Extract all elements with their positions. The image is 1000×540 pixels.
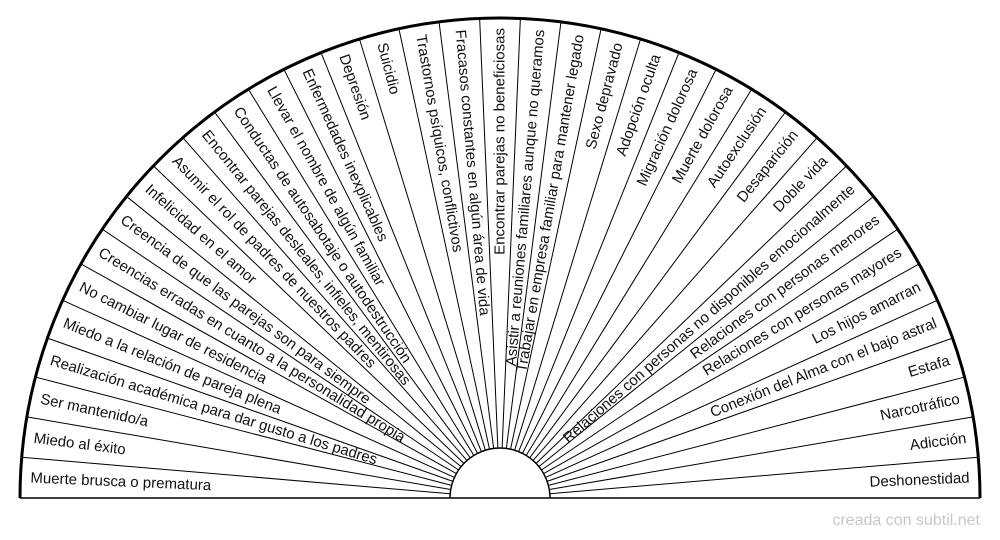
sector-divider	[543, 263, 920, 475]
sector-divider	[548, 376, 965, 486]
sector-divider	[358, 38, 486, 451]
sector-divider	[529, 111, 786, 459]
sector-dividers	[21, 18, 979, 495]
sector-divider	[398, 28, 490, 450]
sector-divider	[532, 137, 818, 461]
sector-label: Estafa	[906, 352, 952, 381]
sector-divider	[80, 263, 457, 475]
sector-divider	[62, 299, 455, 478]
sector-divider	[514, 38, 642, 451]
sector-divider	[522, 69, 717, 454]
sector-divider	[541, 228, 898, 471]
sector-divider	[47, 337, 454, 482]
sector-divider	[501, 18, 521, 449]
sector-label: Adicción	[909, 430, 967, 454]
sector-label: Suicidio	[373, 41, 403, 96]
sector-divider	[549, 416, 974, 491]
credit-text: creada con subtil.net	[832, 512, 980, 529]
sector-divider	[214, 111, 471, 459]
sector-divider	[525, 89, 753, 456]
sector-divider	[126, 196, 462, 467]
sector-divider	[549, 456, 979, 495]
sector-divider	[510, 28, 602, 450]
sector-divider	[518, 52, 680, 452]
sector-divider	[438, 21, 495, 449]
sector-divider	[283, 69, 478, 454]
sector-label: Fracasos constantes en algún área de vid…	[452, 29, 493, 317]
sector-divider	[21, 456, 451, 495]
sector-label: Muerte brusca o prematura	[30, 470, 212, 495]
sector-label: Depresión	[335, 52, 374, 122]
sector-divider	[320, 52, 482, 452]
outer-arc	[18, 16, 982, 499]
sector-divider	[153, 165, 465, 464]
sector-label: Miedo al éxito	[33, 430, 127, 459]
sector-label: Deshonestidad	[869, 470, 970, 491]
sector-label: Encontrar parejas no beneficiosas	[492, 28, 509, 255]
sector-label: Ser mantenido/a	[39, 391, 151, 431]
sector-divider	[538, 196, 874, 467]
sector-divider	[182, 137, 468, 461]
sector-divider	[546, 337, 953, 482]
sector-divider	[535, 165, 847, 464]
sector-divider	[35, 376, 452, 486]
inner-arc	[449, 447, 551, 499]
sector-divider	[479, 18, 499, 449]
sector-divider	[26, 416, 451, 491]
sector-divider	[545, 299, 938, 478]
sector-divider	[247, 89, 475, 456]
sector-divider	[505, 21, 562, 449]
sector-divider	[102, 228, 459, 471]
